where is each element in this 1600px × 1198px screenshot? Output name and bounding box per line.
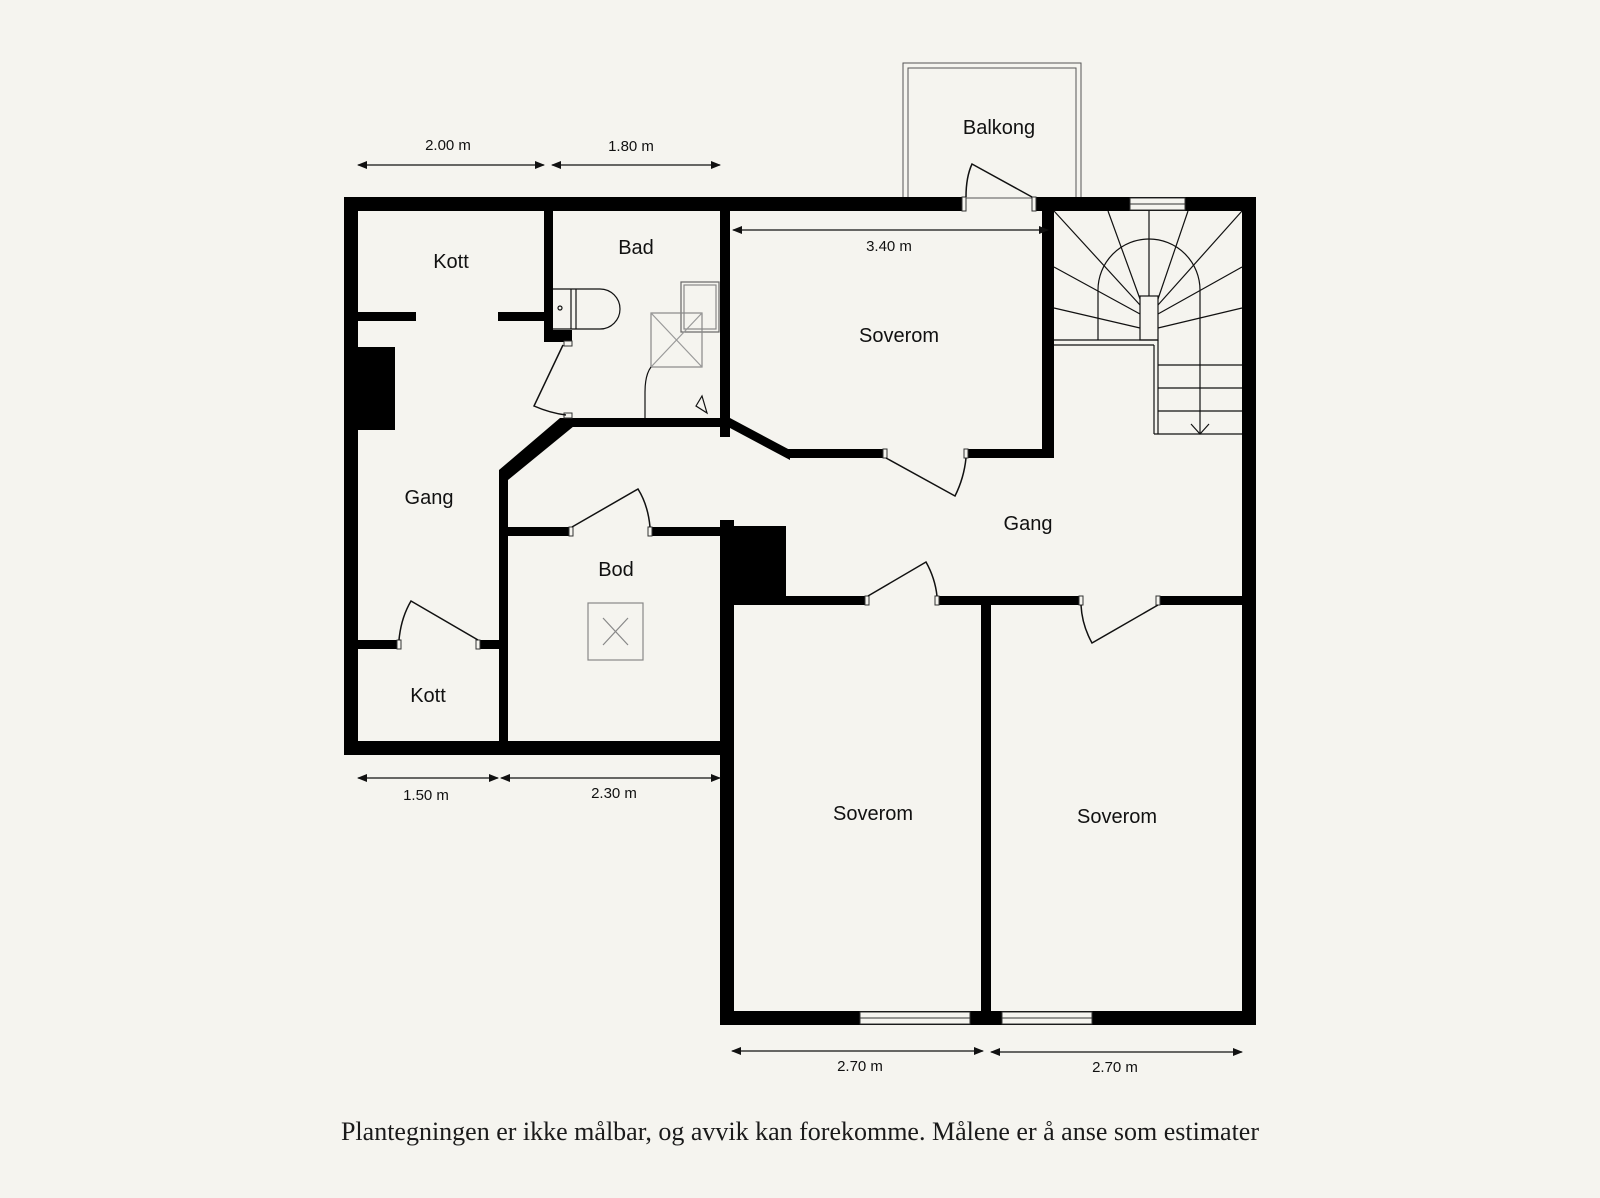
room-label-bad: Bad: [618, 237, 654, 259]
dim-label-soverom-br: 2.70 m: [1092, 1059, 1138, 1076]
disclaimer-text: Plantegningen er ikke målbar, og avvik k…: [340, 1117, 1260, 1146]
dim-label-kott-top: 2.00 m: [425, 137, 471, 154]
room-label-balkong: Balkong: [963, 117, 1035, 139]
room-label-gang-right: Gang: [1004, 513, 1053, 535]
staircase: [1053, 210, 1243, 435]
room-label-soverom-bottom-right: Soverom: [1077, 806, 1157, 828]
dim-label-kott-bottom: 1.50 m: [403, 787, 449, 804]
windows: [859, 197, 1186, 1025]
room-labels: Kott Bad Soverom Balkong Gang Gang Bod K…: [405, 117, 1157, 828]
dim-label-soverom-bl: 2.70 m: [837, 1058, 883, 1075]
walls: [344, 197, 1256, 1025]
bathroom-fixtures: [553, 281, 720, 418]
room-label-soverom-bottom-left: Soverom: [833, 803, 913, 825]
room-label-kott-bottom: Kott: [410, 685, 446, 707]
room-label-soverom-top: Soverom: [859, 325, 939, 347]
bod-skylight: [587, 602, 644, 661]
room-label-kott-top: Kott: [433, 251, 469, 273]
dimension-labels: 2.00 m 1.80 m 3.40 m 1.50 m 2.30 m 2.70 …: [403, 137, 1138, 1076]
dim-label-soverom-top: 3.40 m: [866, 238, 912, 255]
balcony: [902, 62, 1082, 199]
dim-label-bad: 1.80 m: [608, 138, 654, 155]
dim-label-bod: 2.30 m: [591, 785, 637, 802]
doors: [396, 162, 1161, 650]
room-label-bod: Bod: [598, 559, 634, 581]
dimension-lines: [357, 161, 1243, 1056]
room-label-gang-left: Gang: [405, 487, 454, 509]
